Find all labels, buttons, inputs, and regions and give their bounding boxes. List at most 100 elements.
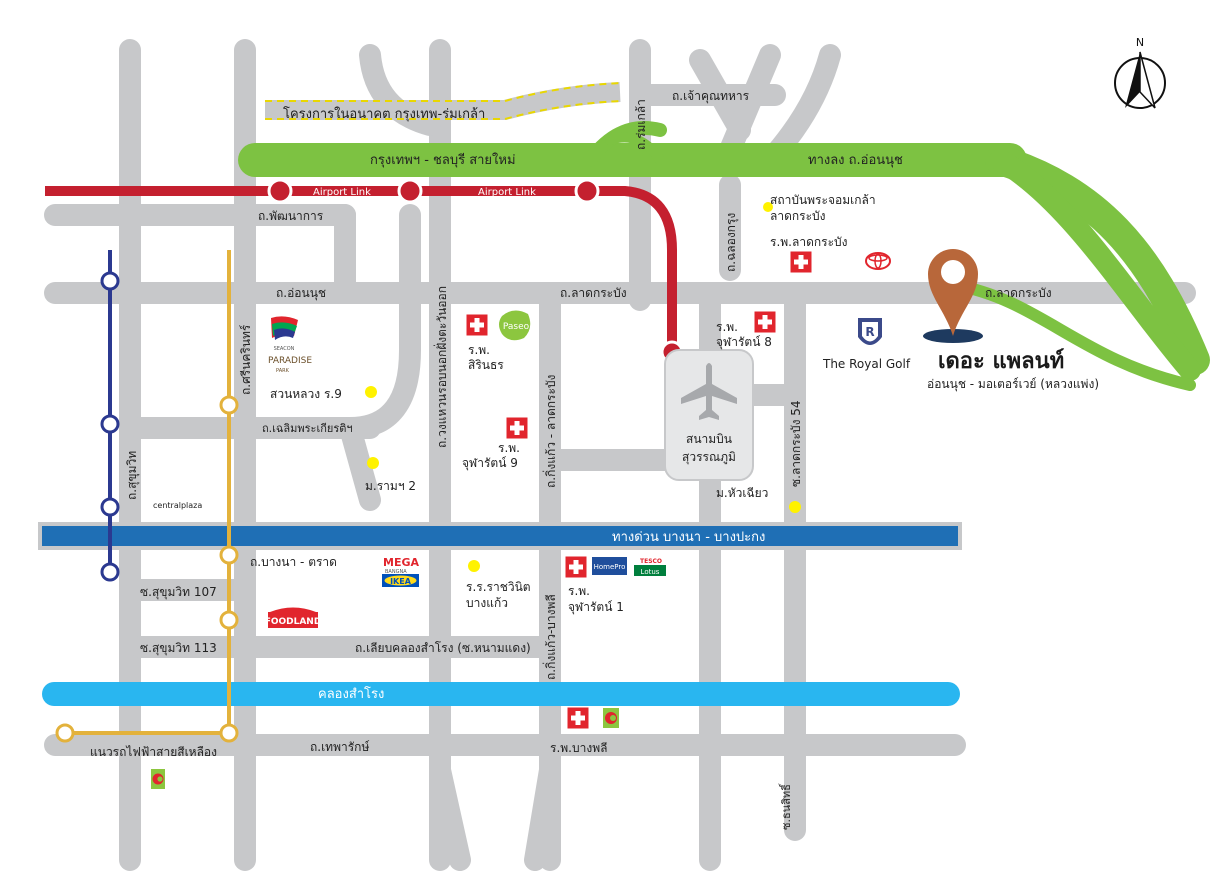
paradise-park-logo: PARADISE PARK bbox=[268, 356, 312, 374]
yellow-line bbox=[55, 250, 239, 743]
hospital-icon bbox=[565, 556, 587, 578]
label-sirindhorn-rp: ร.พ. bbox=[468, 343, 490, 357]
label-royal-golf: The Royal Golf bbox=[822, 357, 911, 371]
label-expressway: ทางด่วน บางนา - บางปะกง bbox=[612, 530, 765, 545]
royal-golf-logo: R bbox=[858, 318, 882, 345]
label-motorway: กรุงเทพฯ - ชลบุรี สายใหม่ bbox=[370, 152, 516, 168]
canal-samrong bbox=[42, 682, 960, 706]
label-chalong-krung: ถ.ฉลองกรุง bbox=[724, 213, 739, 272]
toyota-icon bbox=[865, 252, 891, 270]
road-network bbox=[41, 36, 1199, 874]
airplane-icon bbox=[681, 363, 737, 420]
bts-station bbox=[100, 562, 120, 582]
yellow-line-station bbox=[219, 610, 239, 630]
label-chularat9-rp: ร.พ. bbox=[498, 441, 520, 455]
label-lat-krabang-east: ถ.ลาดกระบัง bbox=[985, 286, 1052, 300]
bts-blue-line bbox=[100, 250, 120, 582]
central-plaza-logo: centralplaza bbox=[153, 501, 202, 510]
svg-text:PARK: PARK bbox=[276, 368, 290, 374]
label-sirindhorn: สิรินธร bbox=[468, 358, 504, 372]
poi-dot bbox=[365, 386, 377, 398]
mega-bangna-logo: MEGA BANGNA bbox=[383, 556, 419, 575]
compass-north-label: N bbox=[1136, 36, 1144, 49]
label-rajavinit-2: บางแก้ว bbox=[466, 596, 508, 610]
airport-link-station bbox=[574, 178, 600, 204]
yellow-line-station bbox=[219, 545, 239, 565]
ikea-logo: IKEA bbox=[382, 574, 419, 587]
label-king-kaeo-bang-phli: ถ.กิ่งแก้ว-บางพลี bbox=[542, 594, 558, 680]
label-future-project: โครงการในอนาคต กรุงเทพ-ร่มเกล้า bbox=[283, 106, 485, 122]
label-bang-na-trat: ถ.บางนา - ตราด bbox=[250, 555, 337, 569]
svg-text:Paseo: Paseo bbox=[503, 322, 530, 332]
label-king-kaeo-lat-krabang: ถ.กิ่งแก้ว - ลาดกระบัง bbox=[542, 375, 558, 488]
label-srinakarin: ถ.ศรีนครินทร์ bbox=[239, 324, 253, 395]
label-canal: คลองสำโรง bbox=[318, 686, 384, 702]
yellow-line-station bbox=[219, 395, 239, 415]
label-lat-krabang-hospital: ร.พ.ลาดกระบัง bbox=[770, 235, 848, 249]
airport-link-station bbox=[267, 178, 293, 204]
svg-text:MEGA: MEGA bbox=[383, 556, 419, 569]
label-chaloem-phrakiat: ถ.เฉลิมพระเกียรติฯ bbox=[262, 422, 353, 435]
label-chularat1-rp: ร.พ. bbox=[568, 584, 590, 598]
motorway-green bbox=[238, 121, 1210, 391]
tesco-lotus-logo: TESCO Lotus bbox=[634, 558, 666, 576]
big-c-logo bbox=[603, 708, 619, 728]
label-soi-sukhumvit-113: ซ.สุขุมวิท 113 bbox=[140, 641, 217, 656]
svg-text:R: R bbox=[865, 325, 874, 339]
bts-station bbox=[100, 414, 120, 434]
label-chularat8-rp: ร.พ. bbox=[716, 320, 738, 334]
poi-kmitl: สถาบันพระจอมเกล้า ลาดกระบัง bbox=[763, 193, 876, 223]
svg-text:IKEA: IKEA bbox=[390, 577, 412, 586]
label-suan-luang: สวนหลวง ร.9 bbox=[270, 387, 342, 401]
poi-dot bbox=[789, 501, 801, 513]
label-lat-krabang-mid: ถ.ลาดกระบัง bbox=[560, 286, 627, 300]
bts-station bbox=[100, 271, 120, 291]
poi-dot bbox=[468, 560, 480, 572]
label-exit-on-nut: ทางลง ถ.อ่อนนุช bbox=[808, 153, 903, 168]
svg-text:สถาบันพระจอมเกล้า: สถาบันพระจอมเกล้า bbox=[770, 193, 876, 207]
svg-text:PARADISE: PARADISE bbox=[268, 356, 312, 366]
svg-text:TESCO: TESCO bbox=[640, 558, 662, 565]
airport-name-line1: สนามบิน bbox=[686, 432, 732, 446]
label-soi-sukhumvit-107: ซ.สุขุมวิท 107 bbox=[140, 585, 217, 600]
label-chularat9: จุฬารัตน์ 9 bbox=[462, 456, 518, 471]
label-hua-chiew: ม.หัวเฉียว bbox=[716, 486, 768, 500]
seacon-logo: SEACON bbox=[271, 316, 298, 352]
label-soi-thanasit: ซ.ธนสิทธิ์ bbox=[778, 782, 793, 830]
svg-text:ลาดกระบัง: ลาดกระบัง bbox=[770, 209, 826, 223]
hospital-icon bbox=[506, 417, 528, 439]
svg-text:Lotus: Lotus bbox=[641, 568, 660, 576]
project-subtitle: อ่อนนุช - มอเตอร์เวย์ (หลวงแพ่ง) bbox=[927, 377, 1099, 392]
hospital-icon bbox=[567, 707, 589, 729]
label-rom-klao: ถ.ร่มเกล้า bbox=[634, 99, 648, 150]
hospital-icon bbox=[754, 311, 776, 333]
project-location-pin bbox=[923, 249, 983, 343]
label-rajavinit-1: ร.ร.ราชวินิต bbox=[466, 580, 531, 594]
label-chularat1: จุฬารัตน์ 1 bbox=[568, 600, 624, 615]
yellow-line-station bbox=[219, 723, 239, 743]
svg-text:SEACON: SEACON bbox=[274, 346, 295, 352]
label-thepharak: ถ.เทพารักษ์ bbox=[310, 740, 370, 754]
yellow-line-station bbox=[55, 723, 75, 743]
label-ramkhamhaeng2: ม.รามฯ 2 bbox=[365, 479, 416, 493]
homepro-logo: HomePro bbox=[592, 557, 627, 575]
poi-dot bbox=[367, 457, 379, 469]
label-phatthanakan: ถ.พัฒนาการ bbox=[258, 209, 324, 223]
foodland-logo: FOODLAND bbox=[265, 607, 321, 628]
label-airport-link-2: Airport Link bbox=[478, 187, 536, 198]
label-on-nut: ถ.อ่อนนุช bbox=[276, 286, 326, 301]
label-sukhumvit: ถ.สุขุมวิท bbox=[125, 451, 140, 500]
label-yellow-line: แนวรถไฟฟ้าสายสีเหลือง bbox=[90, 745, 217, 759]
expressway-bangna bbox=[38, 522, 962, 550]
label-outer-ring: ถ.วงแหวนรอบนอกฝั่งตะวันออก bbox=[433, 286, 449, 448]
airport-link-station bbox=[397, 178, 423, 204]
bts-station bbox=[100, 497, 120, 517]
label-lieap-khlong: ถ.เลียบคลองสำโรง (ซ.หนามแดง) bbox=[355, 641, 531, 655]
label-soi-lat-krabang-54: ซ.ลาดกระบัง 54 bbox=[789, 400, 803, 487]
label-chao-khun-thahan: ถ.เจ้าคุณทหาร bbox=[672, 89, 750, 104]
svg-text:centralplaza: centralplaza bbox=[153, 501, 202, 510]
project-name: เดอะ แพลนท์ bbox=[938, 348, 1064, 374]
label-chularat8: จุฬารัตน์ 8 bbox=[716, 335, 772, 350]
label-bang-phli-hospital: ร.พ.บางพลี bbox=[550, 741, 607, 755]
